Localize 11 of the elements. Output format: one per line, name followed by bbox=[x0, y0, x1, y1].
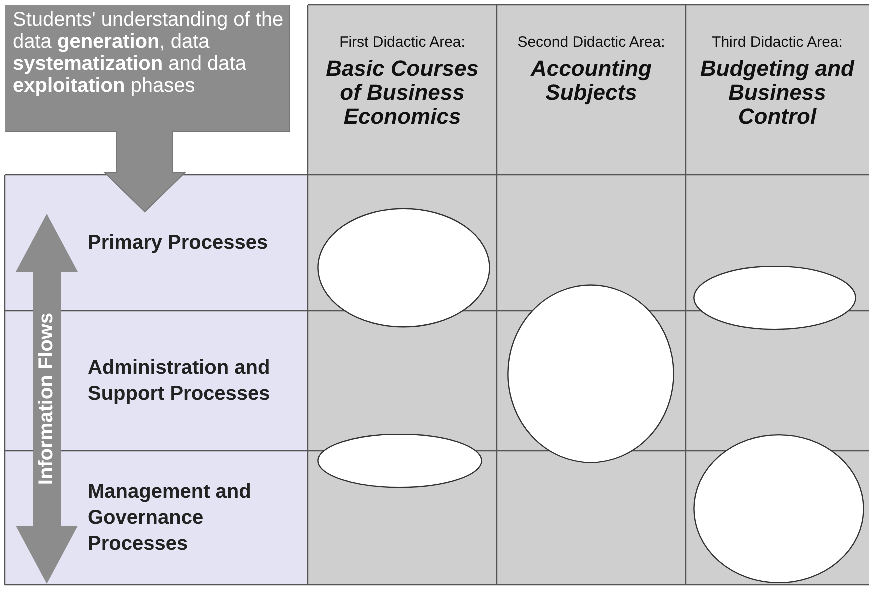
area-title: Basic Courses of Business Economics bbox=[325, 57, 480, 129]
area-title: Budgeting and Business Control bbox=[700, 57, 856, 129]
callout-text: Students' understanding of the data generation, data systematization and data exploitation phases bbox=[13, 9, 285, 97]
area-title: Accounting Subjects bbox=[530, 57, 653, 105]
row-label: Primary Processes bbox=[88, 231, 268, 256]
area-label: First Didactic Area: bbox=[338, 33, 466, 53]
area-label: Third Didactic Area: bbox=[711, 33, 844, 53]
row-label: Management and Governance Processes bbox=[88, 480, 252, 557]
arrow-label: Information Flows bbox=[36, 312, 58, 486]
row-label: Administration and Support Processes bbox=[88, 356, 272, 407]
area-label: Second Didactic Area: bbox=[516, 33, 666, 53]
